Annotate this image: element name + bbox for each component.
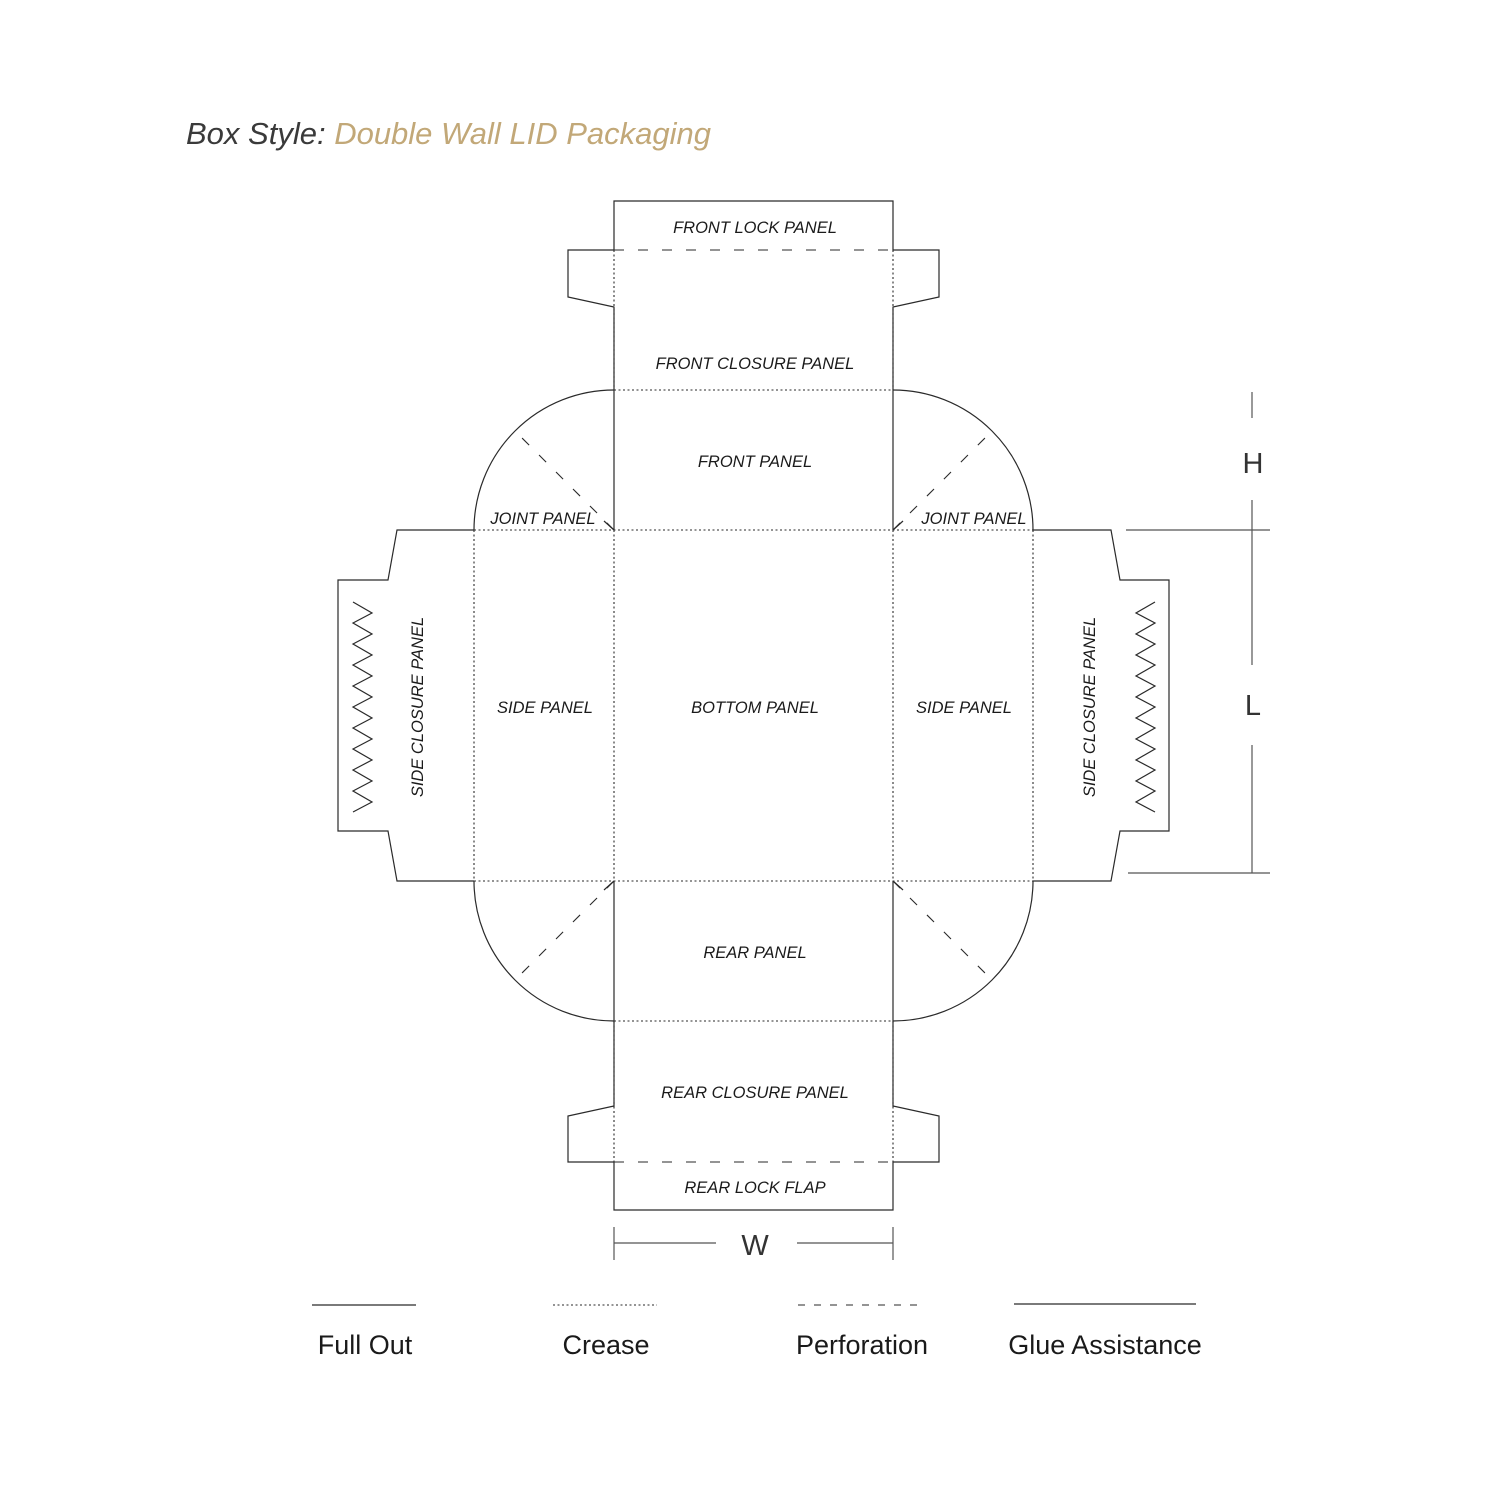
page-title: Box Style: Double Wall LID Packaging — [186, 116, 711, 152]
bottom-panel-label: BOTTOM PANEL — [691, 699, 819, 717]
legend-crease-label: Crease — [562, 1330, 649, 1360]
title-prefix: Box Style: — [186, 116, 335, 151]
front-closure-panel-label: FRONT CLOSURE PANEL — [656, 355, 855, 373]
crease-lines — [473, 250, 1034, 1162]
legend-glue-label: Glue Assistance — [1008, 1330, 1202, 1360]
zigzag-glue-right — [1134, 601, 1157, 813]
cut-outline — [337, 200, 1170, 1211]
rear-lock-flap-label: REAR LOCK FLAP — [684, 1179, 825, 1197]
joint-panel-right-label: JOINT PANEL — [920, 510, 1026, 528]
front-lock-panel-label: FRONT LOCK PANEL — [673, 219, 837, 237]
dimension-markers — [613, 392, 1270, 1260]
legend — [312, 1303, 1196, 1306]
legend-perforation-label: Perforation — [796, 1330, 928, 1360]
dimension-w-label: W — [741, 1230, 769, 1262]
box-style-name: Double Wall LID Packaging — [334, 116, 711, 151]
legend-full-out-label: Full Out — [318, 1330, 413, 1360]
joint-panel-left-label: JOINT PANEL — [489, 510, 595, 528]
rear-closure-panel-label: REAR CLOSURE PANEL — [661, 1084, 849, 1102]
side-closure-panel-left-label: SIDE CLOSURE PANEL — [409, 617, 427, 797]
dimension-l-label: L — [1245, 690, 1261, 722]
dimension-h-label: H — [1243, 448, 1264, 480]
side-closure-panel-right-label: SIDE CLOSURE PANEL — [1081, 617, 1099, 797]
side-panel-left-label: SIDE PANEL — [497, 699, 593, 717]
zigzag-glue-left — [351, 601, 374, 813]
rear-panel-label: REAR PANEL — [703, 944, 806, 962]
side-panel-right-label: SIDE PANEL — [916, 699, 1012, 717]
front-panel-label: FRONT PANEL — [698, 453, 812, 471]
